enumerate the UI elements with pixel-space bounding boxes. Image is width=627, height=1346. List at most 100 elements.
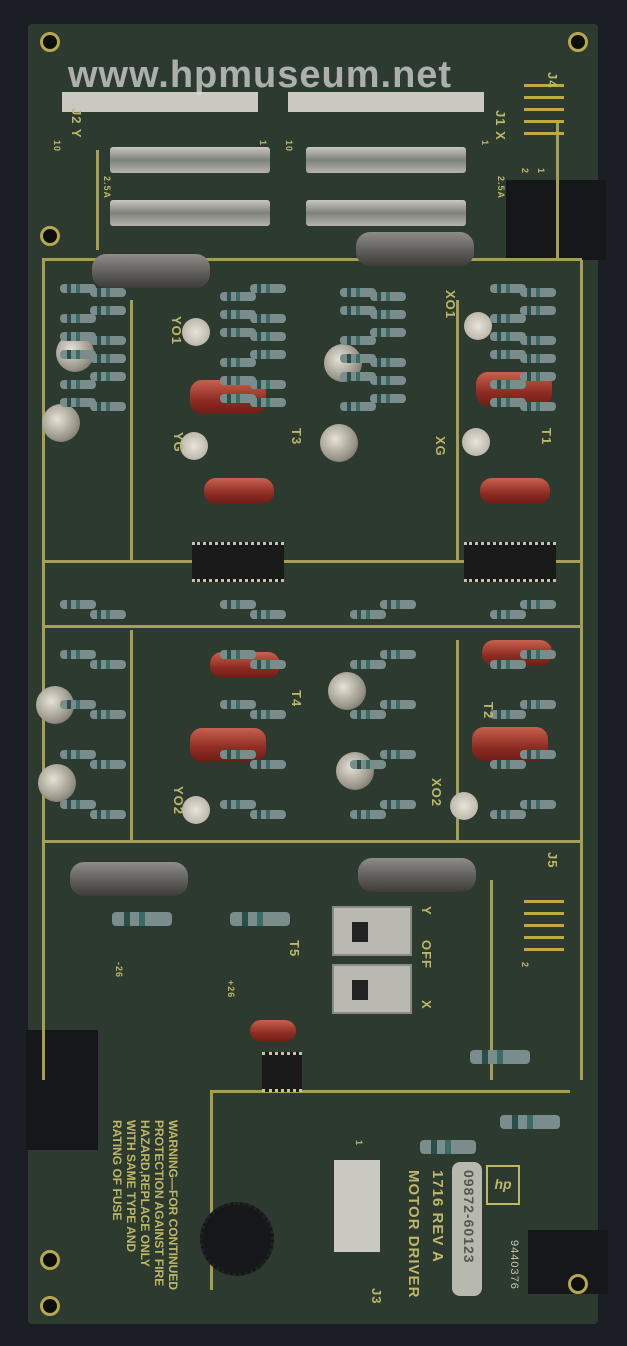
resistor — [490, 380, 526, 389]
resistor — [380, 600, 416, 609]
board-title: MOTOR DRIVER — [405, 1170, 422, 1299]
resistor — [60, 750, 96, 759]
resistor — [90, 760, 126, 769]
resistor — [90, 288, 126, 297]
header-pin — [524, 120, 564, 123]
resistor — [60, 332, 96, 341]
mounting-hole — [40, 1250, 60, 1270]
fuse — [110, 200, 270, 226]
resistor — [340, 288, 376, 297]
resistor — [250, 810, 286, 819]
resistor — [60, 398, 96, 407]
capacitor — [250, 1020, 296, 1042]
transistor — [336, 752, 374, 790]
resistor — [90, 660, 126, 669]
resistor — [250, 332, 286, 341]
board-notch — [26, 1030, 98, 1150]
resistor — [90, 306, 126, 315]
pin-label: 10 — [52, 140, 62, 153]
j3-label: J3 — [369, 1288, 384, 1305]
transistor — [38, 764, 76, 802]
resistor — [350, 610, 386, 619]
resistor — [220, 328, 256, 337]
resistor — [380, 800, 416, 809]
resistor — [490, 314, 526, 323]
j1-connector — [288, 92, 484, 112]
resistor — [220, 310, 256, 319]
resistor — [420, 1140, 476, 1154]
mounting-hole — [40, 1296, 60, 1316]
power-resistor — [70, 862, 188, 896]
trace — [96, 150, 99, 250]
resistor — [520, 336, 556, 345]
resistor — [340, 372, 376, 381]
resistor — [220, 376, 256, 385]
switch-y[interactable] — [332, 906, 412, 956]
resistor — [520, 402, 556, 411]
ic-chip — [464, 542, 556, 582]
trace — [42, 560, 582, 563]
mounting-hole — [568, 1274, 588, 1294]
power-resistor — [356, 232, 474, 266]
switch-y-slider[interactable] — [352, 922, 368, 942]
resistor — [520, 354, 556, 363]
trimmer — [462, 428, 490, 456]
part-number: 09872-60123 — [461, 1170, 477, 1264]
resistor — [370, 310, 406, 319]
trace — [42, 625, 582, 628]
resistor — [340, 306, 376, 315]
pin-label: 1 — [480, 140, 490, 147]
resistor — [370, 376, 406, 385]
resistor — [220, 358, 256, 367]
circuit-board — [26, 24, 608, 1324]
resistor — [250, 314, 286, 323]
header-pin — [524, 108, 564, 111]
resistor — [380, 650, 416, 659]
resistor — [220, 650, 256, 659]
resistor — [490, 810, 526, 819]
resistor — [60, 314, 96, 323]
transistor — [328, 672, 366, 710]
switch-x-slider[interactable] — [352, 980, 368, 1000]
trace — [42, 840, 582, 843]
j1-label: J1 X — [493, 110, 508, 141]
fuse-rating: 2.5A — [102, 176, 112, 200]
trace — [42, 258, 582, 261]
resistor — [220, 600, 256, 609]
resistor — [90, 810, 126, 819]
resistor — [350, 810, 386, 819]
fuse — [110, 147, 270, 173]
resistor — [250, 398, 286, 407]
header-pin — [524, 924, 564, 927]
resistor — [470, 1050, 530, 1064]
resistor — [350, 660, 386, 669]
switch-x[interactable] — [332, 964, 412, 1014]
resistor — [520, 750, 556, 759]
hp-logo: hp — [486, 1165, 520, 1205]
t2-label: T2 — [481, 702, 496, 720]
resistor — [340, 354, 376, 363]
pin-label: 1 — [536, 168, 546, 175]
t1-label: T1 — [539, 428, 554, 446]
trimmer — [182, 318, 210, 346]
pin-label: 2 — [520, 962, 530, 969]
resistor — [380, 700, 416, 709]
yo2-label: YO2 — [171, 786, 186, 816]
capacitor — [480, 478, 550, 504]
header-pin — [524, 948, 564, 951]
resistor — [250, 710, 286, 719]
resistor — [340, 402, 376, 411]
trace — [490, 880, 493, 1080]
ic-chip — [192, 542, 284, 582]
j4-label: J4 — [545, 72, 560, 89]
switch-x-label: X — [419, 1000, 434, 1010]
resistor — [250, 660, 286, 669]
header-pin — [524, 96, 564, 99]
resistor — [230, 912, 290, 926]
resistor — [370, 394, 406, 403]
resistor — [490, 398, 526, 407]
j2-label: J2 Y — [69, 108, 84, 139]
resistor — [490, 610, 526, 619]
resistor — [60, 350, 96, 359]
resistor — [90, 336, 126, 345]
